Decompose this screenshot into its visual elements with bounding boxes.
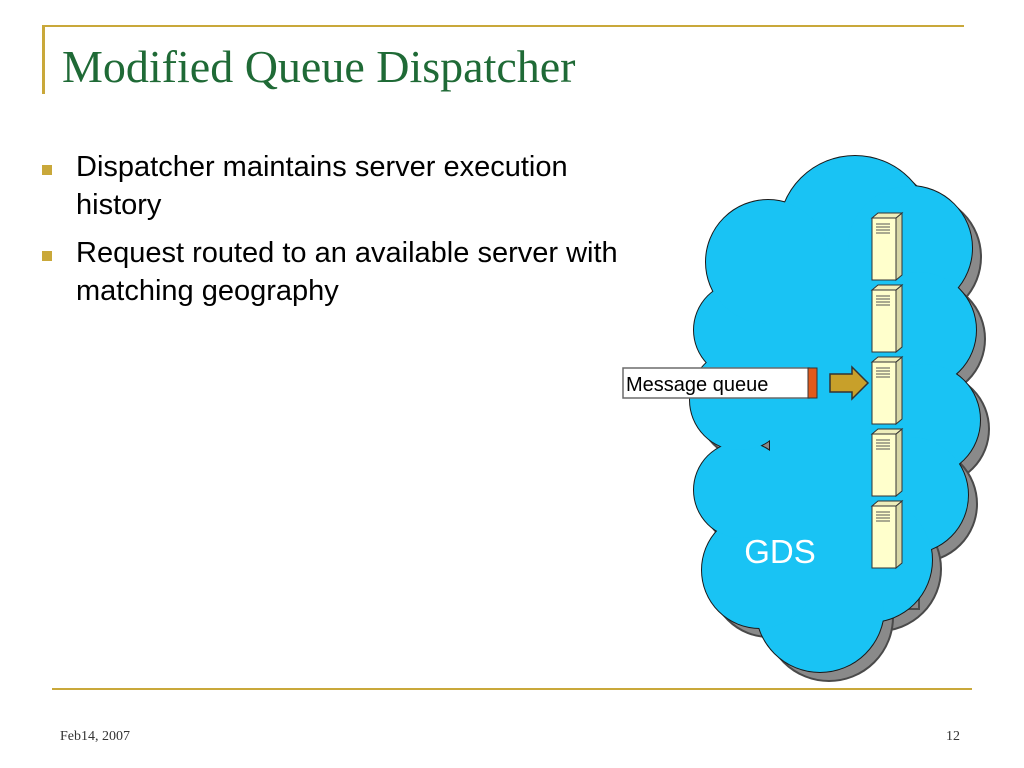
footer-date: Feb14, 2007 — [60, 729, 130, 744]
server-stack — [870, 211, 904, 570]
message-queue: Message queue — [622, 367, 818, 399]
footer-line — [52, 688, 972, 690]
bullet-item: Dispatcher maintains server execution hi… — [40, 148, 620, 224]
title-accent-left-line — [42, 26, 45, 94]
bullet-square-icon — [42, 251, 52, 261]
bullet-square-icon — [42, 165, 52, 175]
server-icon — [870, 499, 904, 570]
server-icon — [870, 283, 904, 354]
slide-title: Modified Queue Dispatcher — [62, 41, 576, 92]
server-icon — [870, 211, 904, 282]
arrow-icon — [829, 365, 870, 401]
title-accent-top-line — [42, 25, 964, 27]
queue-label: Message queue — [626, 374, 768, 396]
queue-marker — [807, 367, 818, 399]
cloud-label: GDS — [744, 533, 816, 570]
server-icon — [870, 427, 904, 498]
queue-box — [622, 367, 810, 399]
page-number: 12 — [946, 729, 960, 744]
bullet-text: Dispatcher maintains server execution hi… — [76, 151, 568, 221]
server-icon — [870, 355, 904, 426]
bullet-text: Request routed to an available server wi… — [76, 237, 618, 307]
bullet-list: Dispatcher maintains server execution hi… — [40, 148, 620, 320]
bullet-item: Request routed to an available server wi… — [40, 234, 620, 310]
